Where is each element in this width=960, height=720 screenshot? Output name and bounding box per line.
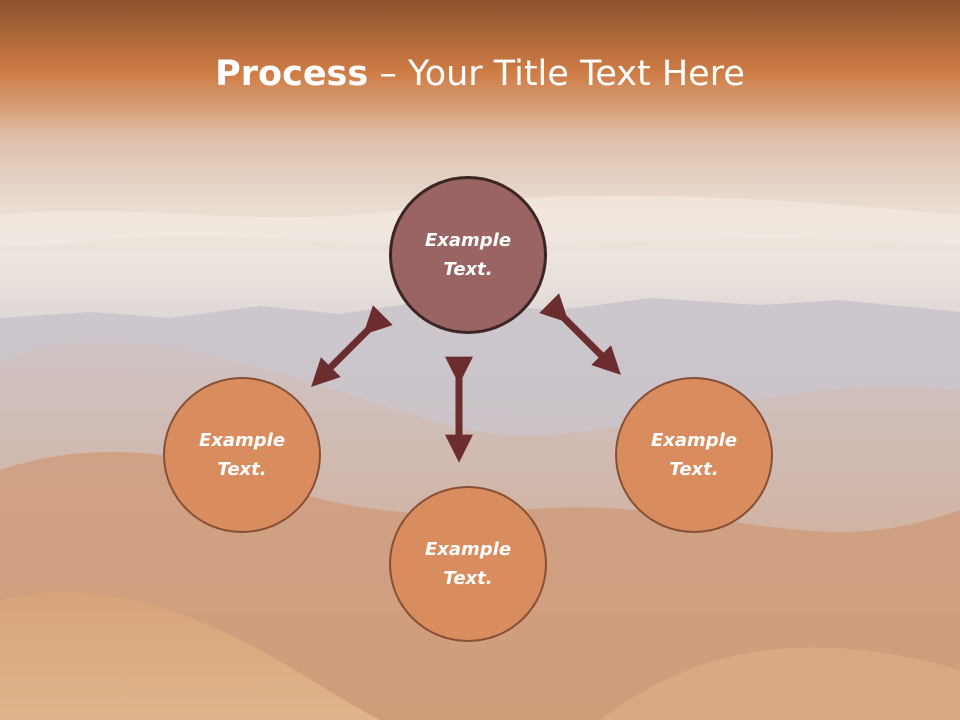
process-node-right-label: Example Text. [650,430,738,480]
process-node-right[interactable]: Example Text. [615,377,773,533]
title-bold-part: Process [215,54,369,94]
process-node-left-label: Example Text. [198,430,286,480]
arrow-top-left [311,305,393,387]
process-node-bottom[interactable]: Example Text. [389,486,547,642]
process-node-top-label: Example Text. [424,230,512,280]
slide-title: Process – Your Title Text Here [0,52,960,96]
process-node-top[interactable]: Example Text. [389,176,547,334]
title-rest: – Your Title Text Here [368,54,745,94]
process-node-bottom-label: Example Text. [424,539,512,589]
process-node-left[interactable]: Example Text. [163,377,321,533]
arrow-top-right [539,293,621,375]
